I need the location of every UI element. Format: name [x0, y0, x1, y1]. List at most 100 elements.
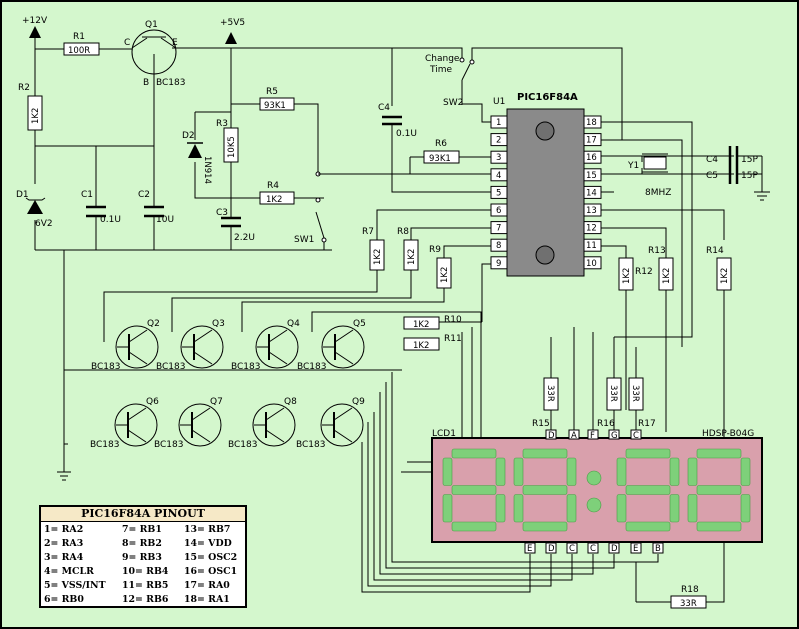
pinout-cell: 12= RB6: [122, 594, 169, 605]
switch-sw1: SW1: [294, 171, 327, 245]
svg-text:93K1: 93K1: [264, 101, 286, 111]
pinout-cell: 4= MCLR: [44, 566, 94, 577]
svg-text:33R: 33R: [608, 385, 618, 402]
resistor-r8: 1K2 R8: [397, 227, 419, 271]
display-segment: [495, 494, 506, 523]
lcd-pin-bottom: E: [630, 542, 642, 554]
lcd-pin-top: A: [568, 429, 580, 441]
svg-text:R9: R9: [429, 245, 441, 255]
pinout-cell: 16= OSC1: [184, 566, 238, 577]
svg-text:LCD1: LCD1: [432, 429, 456, 439]
svg-text:C4: C4: [706, 155, 718, 165]
svg-text:G: G: [611, 431, 618, 441]
display-segment: [696, 485, 742, 495]
svg-text:9: 9: [496, 259, 501, 269]
svg-text:C5: C5: [706, 171, 718, 181]
lcd-pin-top: C: [630, 429, 642, 441]
svg-text:PIC16F84A: PIC16F84A: [517, 92, 578, 103]
display-segment: [495, 457, 506, 486]
svg-text:D2: D2: [182, 131, 195, 141]
display-segment: [669, 494, 680, 523]
lcd-pin-top: D: [545, 429, 557, 441]
display-segment: [625, 485, 671, 495]
svg-text:D: D: [611, 544, 618, 554]
svg-text:C3: C3: [216, 208, 228, 218]
resistor-r18: 33R R18: [670, 585, 707, 609]
svg-text:R7: R7: [362, 227, 374, 237]
svg-text:Q1: Q1: [145, 20, 158, 30]
ic-pin-left: 2: [490, 133, 508, 147]
pinout-cell: 3= RA4: [44, 552, 84, 563]
pinout-cell: 9= RB3: [122, 552, 162, 563]
svg-text:5: 5: [496, 188, 501, 198]
display-segment: [625, 521, 671, 532]
display-digit-2: [513, 448, 577, 532]
svg-text:R17: R17: [638, 419, 656, 429]
svg-text:7: 7: [496, 224, 501, 234]
svg-text:1K2: 1K2: [31, 108, 41, 124]
display-segment: [513, 494, 524, 523]
resistor-r14: 1K2 R14: [706, 246, 732, 291]
svg-text:33R: 33R: [545, 385, 555, 402]
capacitor-c3: C3 2.2U: [216, 208, 255, 243]
display-segment: [522, 448, 568, 459]
svg-text:6: 6: [496, 206, 501, 216]
svg-text:33R: 33R: [630, 385, 640, 402]
svg-text:+5V5: +5V5: [220, 18, 245, 28]
svg-text:F: F: [590, 431, 595, 441]
svg-text:C2: C2: [138, 190, 150, 200]
svg-text:BC183: BC183: [91, 362, 120, 372]
svg-text:1K2: 1K2: [622, 268, 632, 284]
svg-text:Change: Change: [425, 54, 460, 64]
svg-text:Q9: Q9: [352, 397, 365, 407]
svg-text:1K2: 1K2: [413, 341, 429, 351]
ic-pin-left: 8: [490, 238, 508, 252]
ground-symbol-left: [57, 471, 71, 481]
svg-text:1: 1: [496, 118, 501, 128]
svg-text:BC183: BC183: [156, 362, 185, 372]
svg-text:3: 3: [496, 153, 501, 163]
svg-text:93K1: 93K1: [429, 154, 451, 164]
capacitor-c1: C1 0.1U: [81, 190, 121, 225]
lcd-pin-top: F: [587, 429, 599, 441]
svg-text:2.2U: 2.2U: [234, 233, 255, 243]
svg-text:R16: R16: [597, 419, 615, 429]
ic-pin-left: 7: [490, 221, 508, 235]
display-segment: [451, 448, 497, 459]
svg-text:15P: 15P: [741, 171, 758, 181]
resistor-r1: 100R R1: [63, 32, 100, 56]
pinout-cell: 6= RB0: [44, 594, 84, 605]
display-segment: [442, 494, 453, 523]
svg-text:Q4: Q4: [287, 319, 300, 329]
svg-text:BC183: BC183: [90, 440, 119, 450]
supply-5v5: +5V5: [220, 18, 245, 44]
ic-pin-right: 12: [583, 221, 602, 235]
svg-text:1K2: 1K2: [407, 249, 417, 265]
lcd-pin-bottom: D: [608, 542, 620, 554]
svg-text:R10: R10: [444, 315, 462, 325]
supply-12v: +12V: [22, 16, 48, 49]
resistor-r15: 33R R15: [532, 377, 559, 429]
svg-text:18: 18: [586, 118, 597, 128]
svg-text:Time: Time: [429, 65, 452, 75]
svg-text:SW1: SW1: [294, 235, 314, 245]
svg-text:6V2: 6V2: [35, 219, 53, 229]
svg-text:R3: R3: [216, 119, 228, 129]
display-segment: [451, 521, 497, 532]
display-segment: [687, 457, 698, 486]
svg-text:1K2: 1K2: [662, 268, 672, 284]
display-segment: [513, 457, 524, 486]
svg-text:Q6: Q6: [146, 397, 159, 407]
ic-pin-left: 6: [490, 203, 508, 217]
lcd-pin-bottom: B: [652, 542, 664, 554]
svg-text:0.1U: 0.1U: [396, 129, 417, 139]
zener-d1: D1 6V2: [16, 190, 53, 229]
display-segment: [740, 494, 751, 523]
pinout-cell: 13= RB7: [184, 524, 231, 535]
svg-text:R12: R12: [635, 267, 653, 277]
